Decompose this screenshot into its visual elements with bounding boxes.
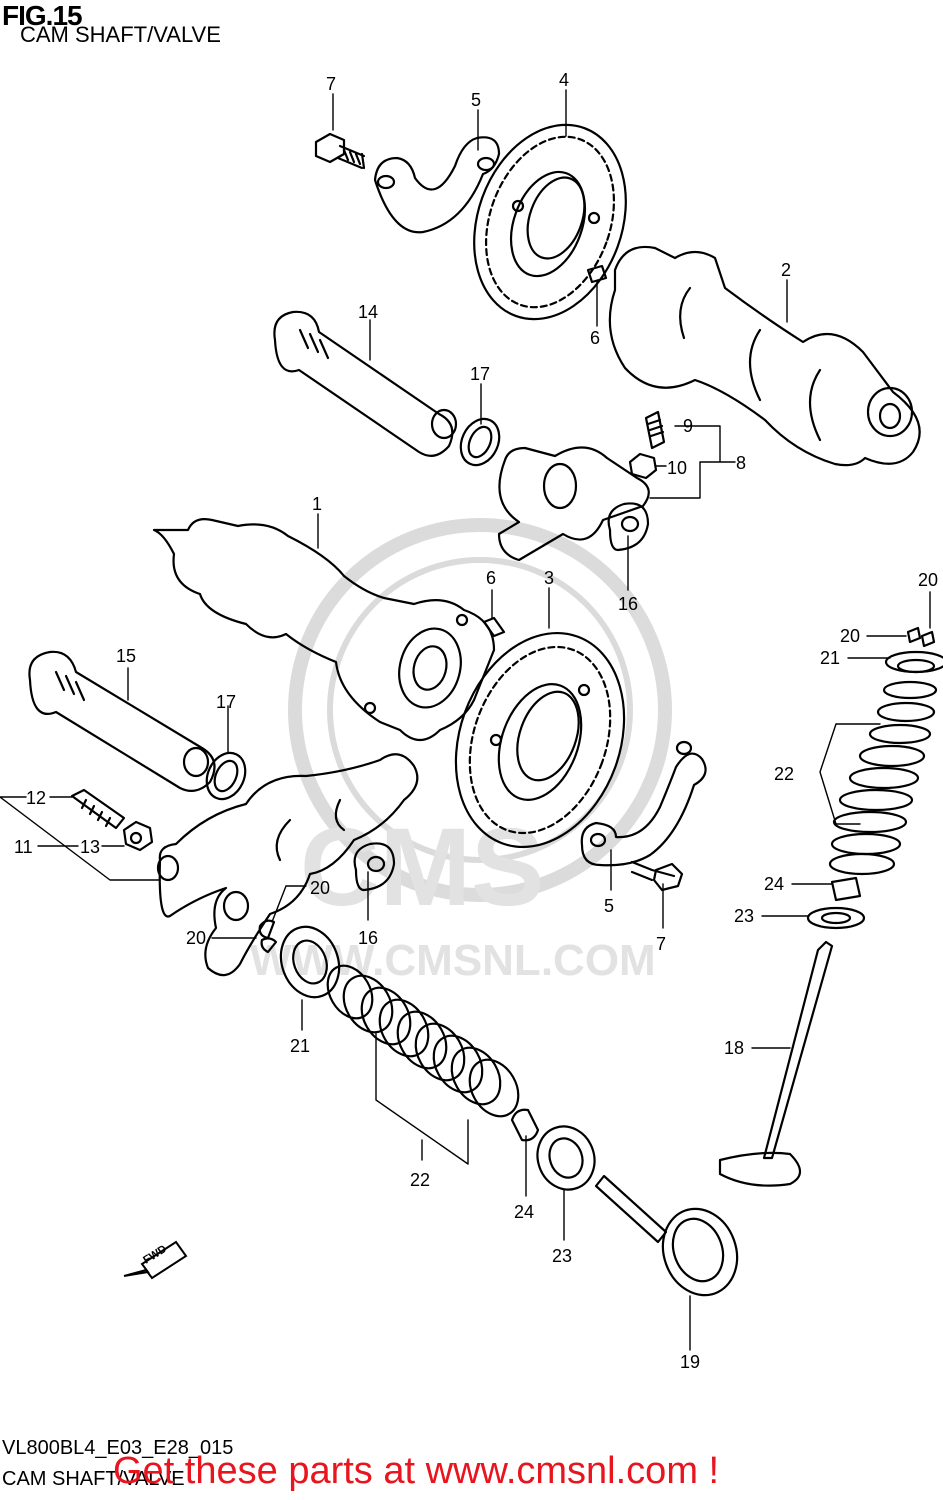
- callout-11: 11: [14, 837, 33, 857]
- valve-part-19: [594, 1174, 739, 1297]
- callout-1: 1: [312, 494, 322, 514]
- callout-14: 14: [358, 302, 378, 322]
- valve-stem-seal-part-24-right: [830, 876, 862, 902]
- spring-retainer-part-21-left: [279, 925, 341, 999]
- spring-retainer-part-21-right: [884, 650, 943, 674]
- callout-13: 13: [80, 837, 100, 857]
- callout-10: 10: [667, 458, 687, 478]
- spring-seat-part-23-right: [806, 906, 866, 930]
- valve-spring-part-22-right: [828, 680, 938, 876]
- callout-24-left: 24: [514, 1202, 534, 1222]
- watermark-logo-text: CMS: [300, 806, 544, 929]
- callout-18: 18: [724, 1038, 744, 1058]
- camshaft-part-1: [152, 518, 496, 742]
- leader-lines: [0, 89, 931, 1351]
- callout-3: 3: [544, 568, 554, 588]
- watermark-logo: [288, 518, 672, 902]
- fwd-arrow-icon: [123, 1240, 188, 1280]
- callout-17-top: 17: [470, 364, 490, 384]
- adjust-screw-part-12: [70, 788, 126, 830]
- figure-title: FIG.15: [2, 0, 83, 31]
- callout-5-lower: 5: [604, 896, 614, 916]
- watermark-url: WWW.CMSNL.COM: [250, 936, 656, 985]
- callout-21-left: 21: [290, 1036, 310, 1056]
- rocker-arm-part-11: [156, 753, 419, 977]
- gear-part-3: [454, 631, 626, 849]
- callout-9: 9: [683, 416, 693, 436]
- callout-24-right: 24: [764, 874, 784, 894]
- valve-cotter-part-20-left: [258, 919, 278, 954]
- callout-7-top: 7: [326, 74, 336, 94]
- rocker-shaft-part-15: [28, 650, 216, 793]
- bolt-part-7-lower: [630, 860, 684, 892]
- callout-22-right: 22: [774, 764, 794, 784]
- washer-part-17-top: [459, 417, 501, 467]
- callout-20-right: 20: [840, 626, 860, 646]
- camshaft-part-2: [608, 245, 921, 467]
- valve-stem-seal-part-24-left: [510, 1108, 540, 1142]
- dowel-pin-part-6-top: [586, 264, 608, 284]
- gear-part-4: [473, 123, 627, 321]
- callout-20-right-top: 20: [918, 570, 938, 590]
- callout-6-top: 6: [590, 328, 600, 348]
- spring-seat-part-23-left: [536, 1125, 596, 1191]
- callout-7-lower: 7: [656, 934, 666, 954]
- callout-21-right: 21: [820, 648, 840, 668]
- callout-2: 2: [781, 260, 791, 280]
- callout-19: 19: [680, 1352, 700, 1372]
- bolt-part-7-top: [314, 132, 366, 170]
- model-code: VL800BL4_E03_E28_015: [2, 1437, 234, 1459]
- shim-part-16-mid: [353, 842, 396, 892]
- footer-subtitle: CAM SHAFT/VALVE: [2, 1468, 185, 1490]
- callout-22-left: 22: [410, 1170, 430, 1190]
- callout-8: 8: [736, 453, 746, 473]
- callout-16-mid: 16: [358, 928, 378, 948]
- rocker-arm-part-8: [497, 446, 650, 562]
- callout-4: 4: [559, 70, 569, 90]
- callout-20-mid: 20: [310, 878, 330, 898]
- callout-6-mid: 6: [486, 568, 496, 588]
- callout-12: 12: [26, 788, 46, 808]
- valve-spring-part-22-left: [326, 964, 520, 1118]
- callout-5-top: 5: [471, 90, 481, 110]
- adjust-screw-part-9: [644, 410, 666, 450]
- callout-17-mid: 17: [216, 692, 236, 712]
- callout-20-left: 20: [186, 928, 206, 948]
- dowel-pin-part-6-mid: [482, 616, 506, 638]
- rocker-shaft-part-14: [273, 310, 458, 457]
- valve-part-18: [718, 940, 834, 1187]
- bracket-part-5-lower: [580, 740, 707, 867]
- lock-nut-part-10: [628, 452, 658, 480]
- callout-15: 15: [116, 646, 136, 666]
- callout-23-left: 23: [552, 1246, 572, 1266]
- figure-subtitle: CAM SHAFT/VALVE: [20, 22, 221, 47]
- callout-16-top: 16: [618, 594, 638, 614]
- valve-cotter-part-20-right: [906, 626, 936, 648]
- callout-23-right: 23: [734, 906, 754, 926]
- promo-link[interactable]: Get these parts at www.cmsnl.com !: [113, 1450, 720, 1492]
- lock-nut-part-13: [122, 820, 154, 852]
- bracket-part-5-top: [373, 136, 501, 234]
- shim-part-16-top: [607, 502, 650, 552]
- washer-part-17-mid: [205, 751, 247, 801]
